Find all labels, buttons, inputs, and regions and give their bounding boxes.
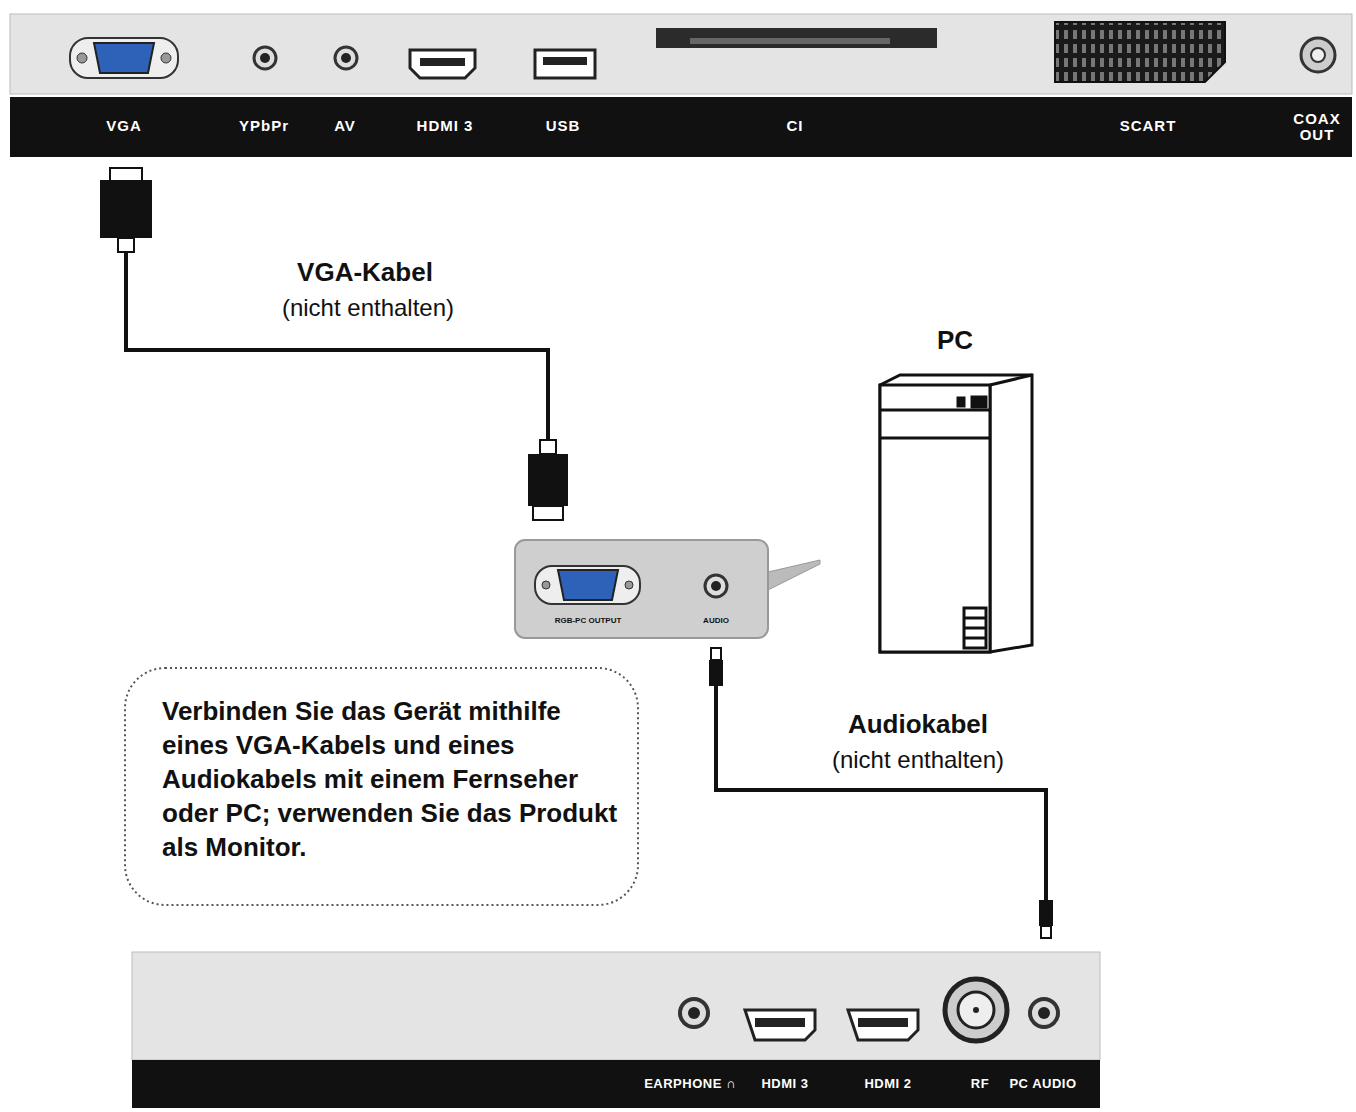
tv-rear-panel	[132, 952, 1100, 1108]
audio-cable	[709, 648, 1053, 938]
port-label: YPbPr	[239, 118, 289, 134]
port-caption: AUDIO	[703, 617, 729, 626]
port-label: HDMI 2	[864, 1077, 911, 1091]
cable-note: (nicht enthalten)	[282, 295, 454, 320]
port-label: CI	[787, 118, 804, 134]
cable-note: (nicht enthalten)	[832, 747, 1004, 772]
port-label: HDMI 3	[761, 1077, 808, 1091]
pc-node: PC	[860, 318, 1050, 658]
port-label: COAX OUT	[1292, 111, 1342, 143]
cable-label: Audiokabel	[848, 711, 988, 738]
note-text: Verbinden Sie das Gerät mithilfe eines V…	[162, 694, 627, 864]
port-label: PC AUDIO	[1009, 1077, 1076, 1091]
port-caption: RGB-PC OUTPUT	[555, 617, 622, 626]
port-label: EARPHONE ∩	[644, 1077, 736, 1091]
pc-tower	[880, 375, 1032, 652]
device-label: PC	[937, 326, 973, 355]
note-box: Verbinden Sie das Gerät mithilfe eines V…	[125, 668, 638, 905]
port-label: AV	[334, 118, 356, 134]
cable-label: VGA-Kabel	[297, 259, 433, 286]
port-label: SCART	[1120, 118, 1177, 134]
port-label: VGA	[106, 118, 142, 134]
adapter-box	[515, 540, 820, 638]
port-label: RF	[971, 1077, 989, 1091]
note-outline	[125, 668, 638, 905]
adapter-box: RGB-PC OUTPUT AUDIO	[515, 540, 768, 638]
vga-cable	[100, 168, 568, 520]
port-label: USB	[546, 118, 581, 134]
port-label: HDMI 3	[417, 118, 474, 134]
tv-side-panel	[10, 14, 1352, 157]
